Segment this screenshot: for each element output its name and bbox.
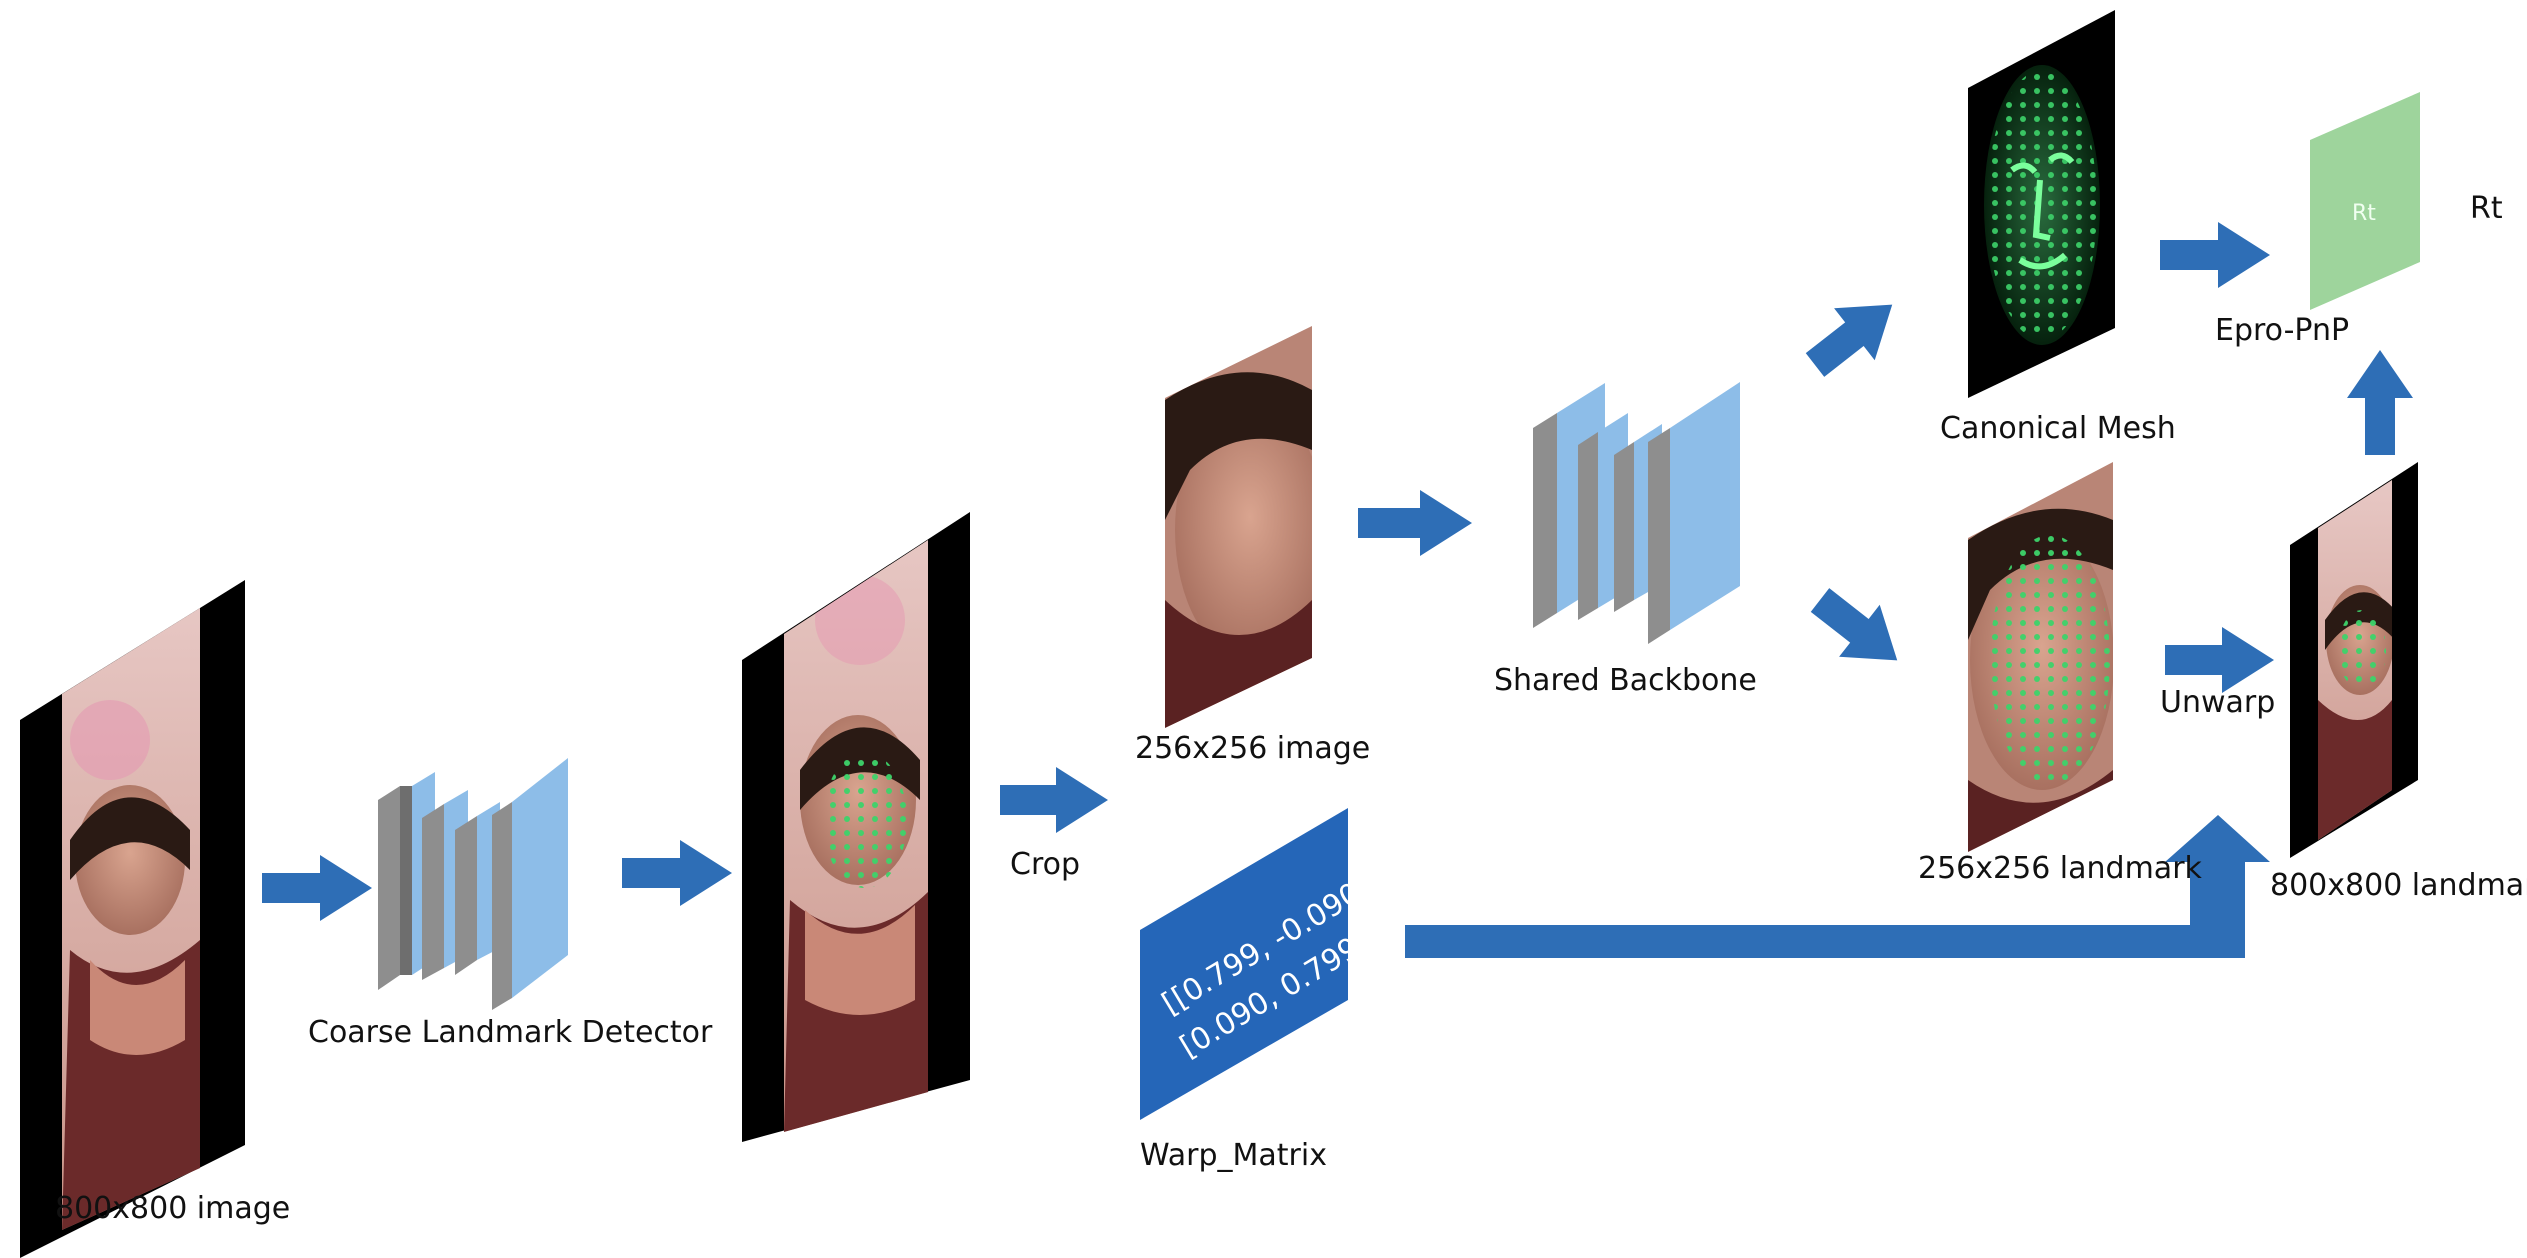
network-layers-icon xyxy=(378,758,568,1010)
rt-output-label: Rt xyxy=(2470,191,2503,226)
canonical-mesh xyxy=(1968,10,2115,398)
flow-arrow-icon xyxy=(622,840,732,906)
landmark-overlay-icon xyxy=(784,540,928,1132)
flow-arrow-icon xyxy=(1000,767,1108,833)
cropped-image xyxy=(1165,326,1312,728)
flow-arrow-icon xyxy=(1358,490,1472,556)
flow-arrow-icon xyxy=(1405,815,2270,958)
face-photo-icon xyxy=(1165,326,1312,728)
coarse-landmark-image xyxy=(742,512,970,1142)
rt-output-box: Rt xyxy=(2310,92,2420,310)
landmark-overlay-icon xyxy=(2318,480,2392,840)
flow-arrow-icon xyxy=(262,855,372,921)
flow-arrow-icon xyxy=(1810,588,1898,661)
cropped-image-label: 256x256 image xyxy=(1135,731,1370,766)
face-photo-icon xyxy=(62,608,200,1230)
landmark-overlay-icon xyxy=(1968,462,2113,852)
flow-arrow-icon xyxy=(2347,350,2413,455)
crop-label: Crop xyxy=(1010,847,1080,882)
input-image-label: 800x800 image xyxy=(55,1191,290,1226)
coarse-detector-label: Coarse Landmark Detector xyxy=(308,1015,713,1050)
shared-backbone-label: Shared Backbone xyxy=(1494,663,1757,698)
canonical-mesh-icon xyxy=(1984,65,2100,345)
flow-arrow-icon xyxy=(1805,304,1893,377)
landmark-256-label: 256x256 landmark xyxy=(1918,851,2203,886)
input-image xyxy=(20,580,245,1258)
landmark-800-label: 800x800 landmark xyxy=(2270,868,2527,903)
unwarp-label: Unwarp xyxy=(2160,685,2275,720)
warp-matrix-box: [[0.799, -0.090, -0.013], [0.090, 0.799,… xyxy=(1140,805,1485,1120)
warp-matrix-label: Warp_Matrix xyxy=(1140,1138,1327,1173)
flow-arrow-icon xyxy=(2160,222,2270,288)
rt-inner-label: Rt xyxy=(2352,201,2376,226)
canonical-mesh-label: Canonical Mesh xyxy=(1940,411,2176,446)
network-layers-icon xyxy=(1533,382,1740,644)
landmark-256 xyxy=(1968,462,2113,852)
flow-arrow-icon xyxy=(2165,627,2274,693)
epro-pnp-label: Epro-PnP xyxy=(2215,313,2349,348)
landmark-800 xyxy=(2290,462,2418,858)
